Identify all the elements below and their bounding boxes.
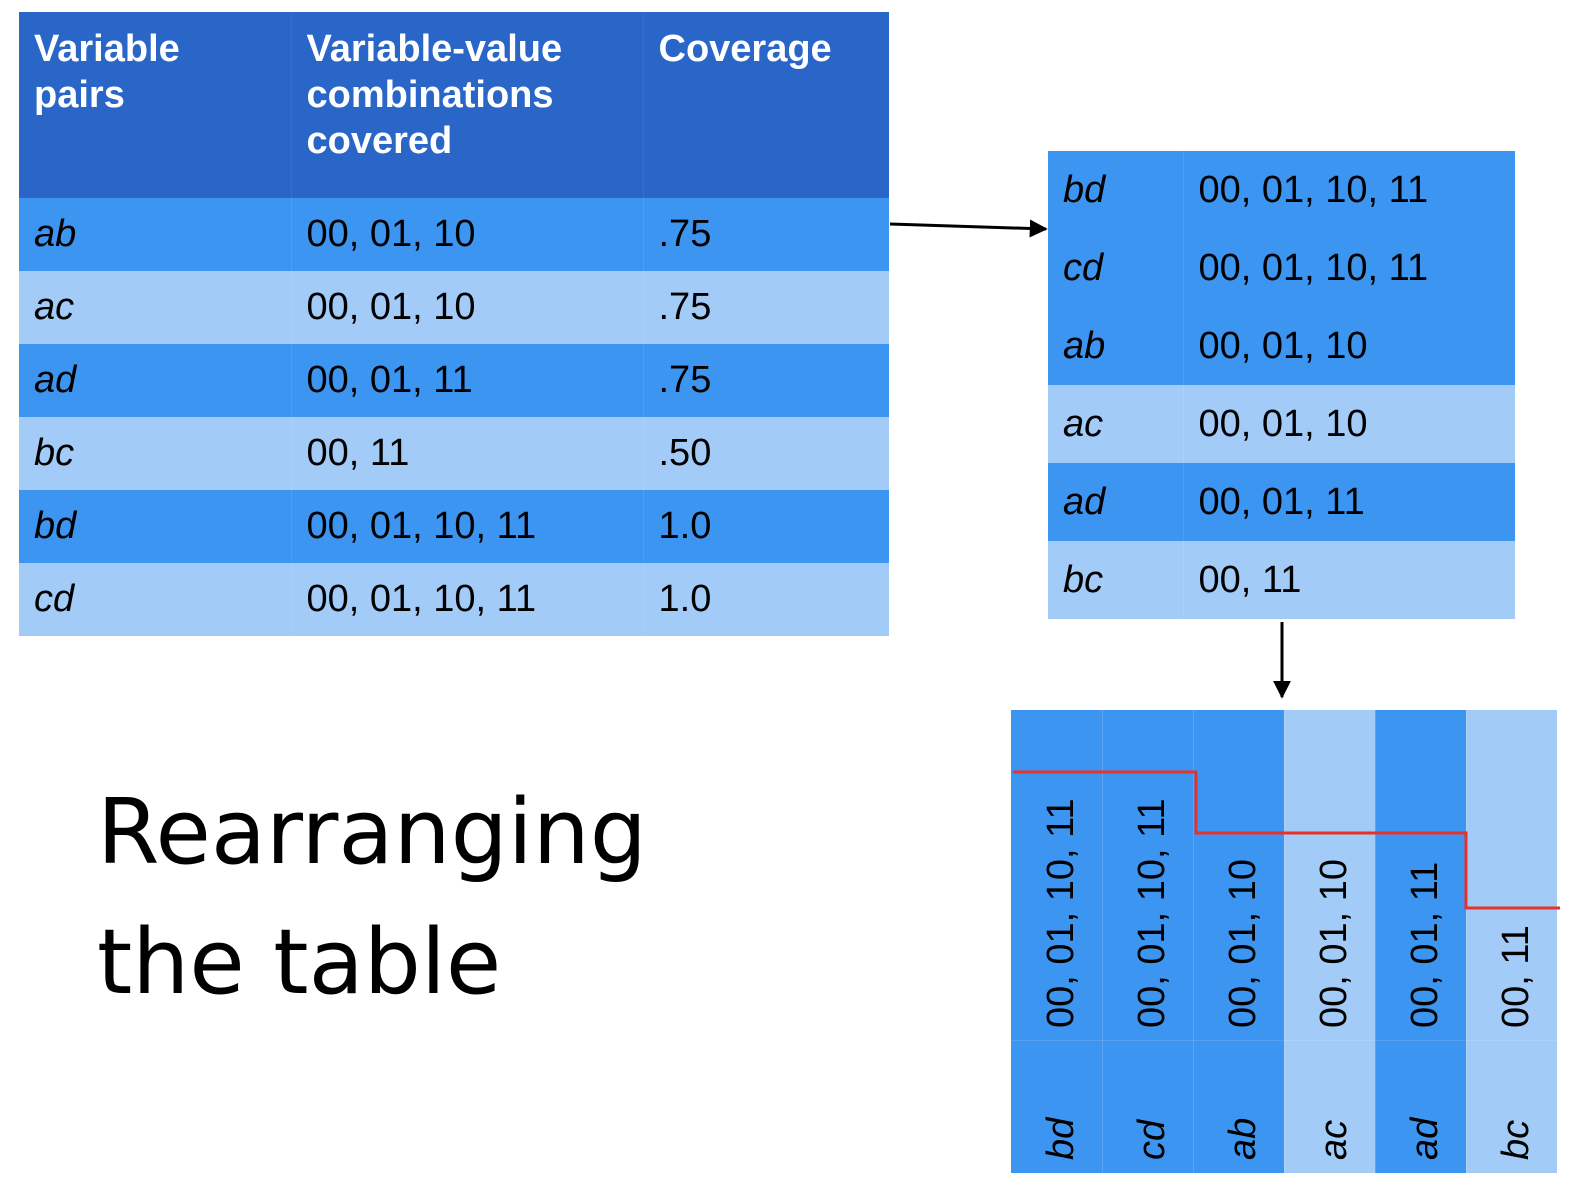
header-combinations: Variable-value combinations covered — [290, 12, 643, 198]
coverage-boundary-line — [1013, 770, 1560, 910]
combos-cell: 00, 01, 10, 11 — [1182, 151, 1515, 229]
combos-label: 00, 11 — [1495, 925, 1537, 1028]
pair-cell: bc — [1048, 541, 1183, 619]
grid-column: 00, 01, 11 ad — [1375, 710, 1466, 1173]
table-row: ab 00, 01, 10 .75 — [19, 198, 889, 271]
combos-label: 00, 01, 11 — [1404, 862, 1446, 1028]
row-divider — [1193, 1040, 1284, 1041]
column-divider — [1375, 710, 1376, 1173]
combos-cell: 00, 01, 10 — [290, 198, 643, 271]
grid-column: 00, 01, 10, 11 cd — [1102, 710, 1193, 1173]
arrow-right-icon — [889, 219, 1048, 238]
table-row: ac 00, 01, 10 .75 — [19, 271, 889, 344]
table-row: cd 00, 01, 10, 11 1.0 — [19, 563, 889, 636]
combos-cell: 00, 11 — [1182, 541, 1515, 619]
pair-cell: bd — [1048, 151, 1183, 229]
pair-cell: ac — [19, 271, 291, 344]
grid-column: 00, 11 bc — [1466, 710, 1557, 1173]
combos-cell: 00, 01, 10, 11 — [1182, 229, 1515, 307]
pair-label: bd — [1040, 1116, 1082, 1160]
caption-line: the table — [97, 910, 502, 1015]
column-text: 00, 01, 10 ac — [1313, 859, 1355, 1160]
table-row: ad 00, 01, 11 — [1048, 463, 1515, 541]
header-line: Coverage — [658, 28, 832, 70]
pair-cell: ab — [19, 198, 291, 271]
row-divider — [1375, 1040, 1466, 1041]
row-divider — [1466, 1040, 1557, 1041]
rotated-column-grid: 00, 01, 10, 11 bd 00, 01, 10, 11 cd 00, … — [1011, 710, 1557, 1173]
column-text: 00, 01, 10 ab — [1222, 859, 1264, 1160]
pair-label: bc — [1495, 1120, 1537, 1160]
column-divider — [1102, 710, 1103, 1173]
combos-cell: 00, 01, 10 — [1182, 385, 1515, 463]
row-divider — [1102, 1040, 1193, 1041]
combos-cell: 00, 01, 11 — [290, 344, 643, 417]
header-line: Variable-value — [306, 28, 563, 70]
header-variable-pairs: Variable pairs — [19, 12, 291, 198]
combos-cell: 00, 01, 11 — [1182, 463, 1515, 541]
column-divider — [1193, 710, 1194, 1173]
coverage-cell: .75 — [642, 198, 889, 271]
header-line: pairs — [34, 74, 125, 116]
coverage-cell: 1.0 — [642, 490, 889, 563]
column-divider — [1466, 710, 1467, 1173]
pair-label: ad — [1404, 1116, 1446, 1160]
pair-cell: cd — [1048, 229, 1183, 307]
column-text: 00, 11 bc — [1495, 925, 1537, 1160]
caption-line: Rearranging — [97, 780, 647, 885]
grid-column: 00, 01, 10, 11 bd — [1011, 710, 1102, 1173]
combos-cell: 00, 01, 10 — [290, 271, 643, 344]
table-row: bd 00, 01, 10, 11 1.0 — [19, 490, 889, 563]
header-coverage: Coverage — [642, 12, 889, 198]
table-row: ab 00, 01, 10 — [1048, 307, 1515, 385]
pair-label: ac — [1313, 1120, 1355, 1160]
combos-cell: 00, 01, 10, 11 — [290, 563, 643, 636]
combos-label: 00, 01, 10 — [1222, 859, 1264, 1028]
coverage-cell: 1.0 — [642, 563, 889, 636]
column-text: 00, 01, 10, 11 bd — [1040, 798, 1082, 1160]
combos-cell: 00, 01, 10, 11 — [290, 490, 643, 563]
row-divider — [1011, 1040, 1102, 1041]
table-row: ad 00, 01, 11 .75 — [19, 344, 889, 417]
pair-label: cd — [1131, 1118, 1173, 1160]
coverage-cell: .75 — [642, 271, 889, 344]
grid-column: 00, 01, 10 ac — [1284, 710, 1375, 1173]
column-text: 00, 01, 11 ad — [1404, 862, 1446, 1160]
pair-cell: bc — [19, 417, 291, 490]
slide-caption: Rearranging the table — [97, 768, 647, 1028]
coverage-cell: .75 — [642, 344, 889, 417]
combos-label: 00, 01, 10, 11 — [1040, 798, 1082, 1028]
header-line: covered — [306, 120, 453, 162]
pair-cell: ad — [19, 344, 291, 417]
table-row: cd 00, 01, 10, 11 — [1048, 229, 1515, 307]
pair-cell: ad — [1048, 463, 1183, 541]
column-divider — [1284, 710, 1285, 1173]
table-row: ac 00, 01, 10 — [1048, 385, 1515, 463]
header-line: Variable — [34, 28, 180, 70]
header-line: combinations — [306, 74, 554, 116]
pair-cell: ab — [1048, 307, 1183, 385]
grid-column: 00, 01, 10 ab — [1193, 710, 1284, 1173]
pair-cell: bd — [19, 490, 291, 563]
pair-cell: cd — [19, 563, 291, 636]
coverage-cell: .50 — [642, 417, 889, 490]
coverage-table: Variable pairs Variable-value combinatio… — [19, 12, 889, 636]
row-divider — [1284, 1040, 1375, 1041]
header-row: Variable pairs Variable-value combinatio… — [19, 12, 889, 198]
combos-label: 00, 01, 10, 11 — [1131, 798, 1173, 1028]
table-row: bc 00, 11 — [1048, 541, 1515, 619]
sorted-table: bd 00, 01, 10, 11 cd 00, 01, 10, 11 ab 0… — [1048, 151, 1515, 619]
table-row: bc 00, 11 .50 — [19, 417, 889, 490]
pair-label: ab — [1222, 1118, 1264, 1160]
combos-cell: 00, 11 — [290, 417, 643, 490]
pair-cell: ac — [1048, 385, 1183, 463]
combos-cell: 00, 01, 10 — [1182, 307, 1515, 385]
combos-label: 00, 01, 10 — [1313, 859, 1355, 1028]
column-text: 00, 01, 10, 11 cd — [1131, 798, 1173, 1160]
table-row: bd 00, 01, 10, 11 — [1048, 151, 1515, 229]
